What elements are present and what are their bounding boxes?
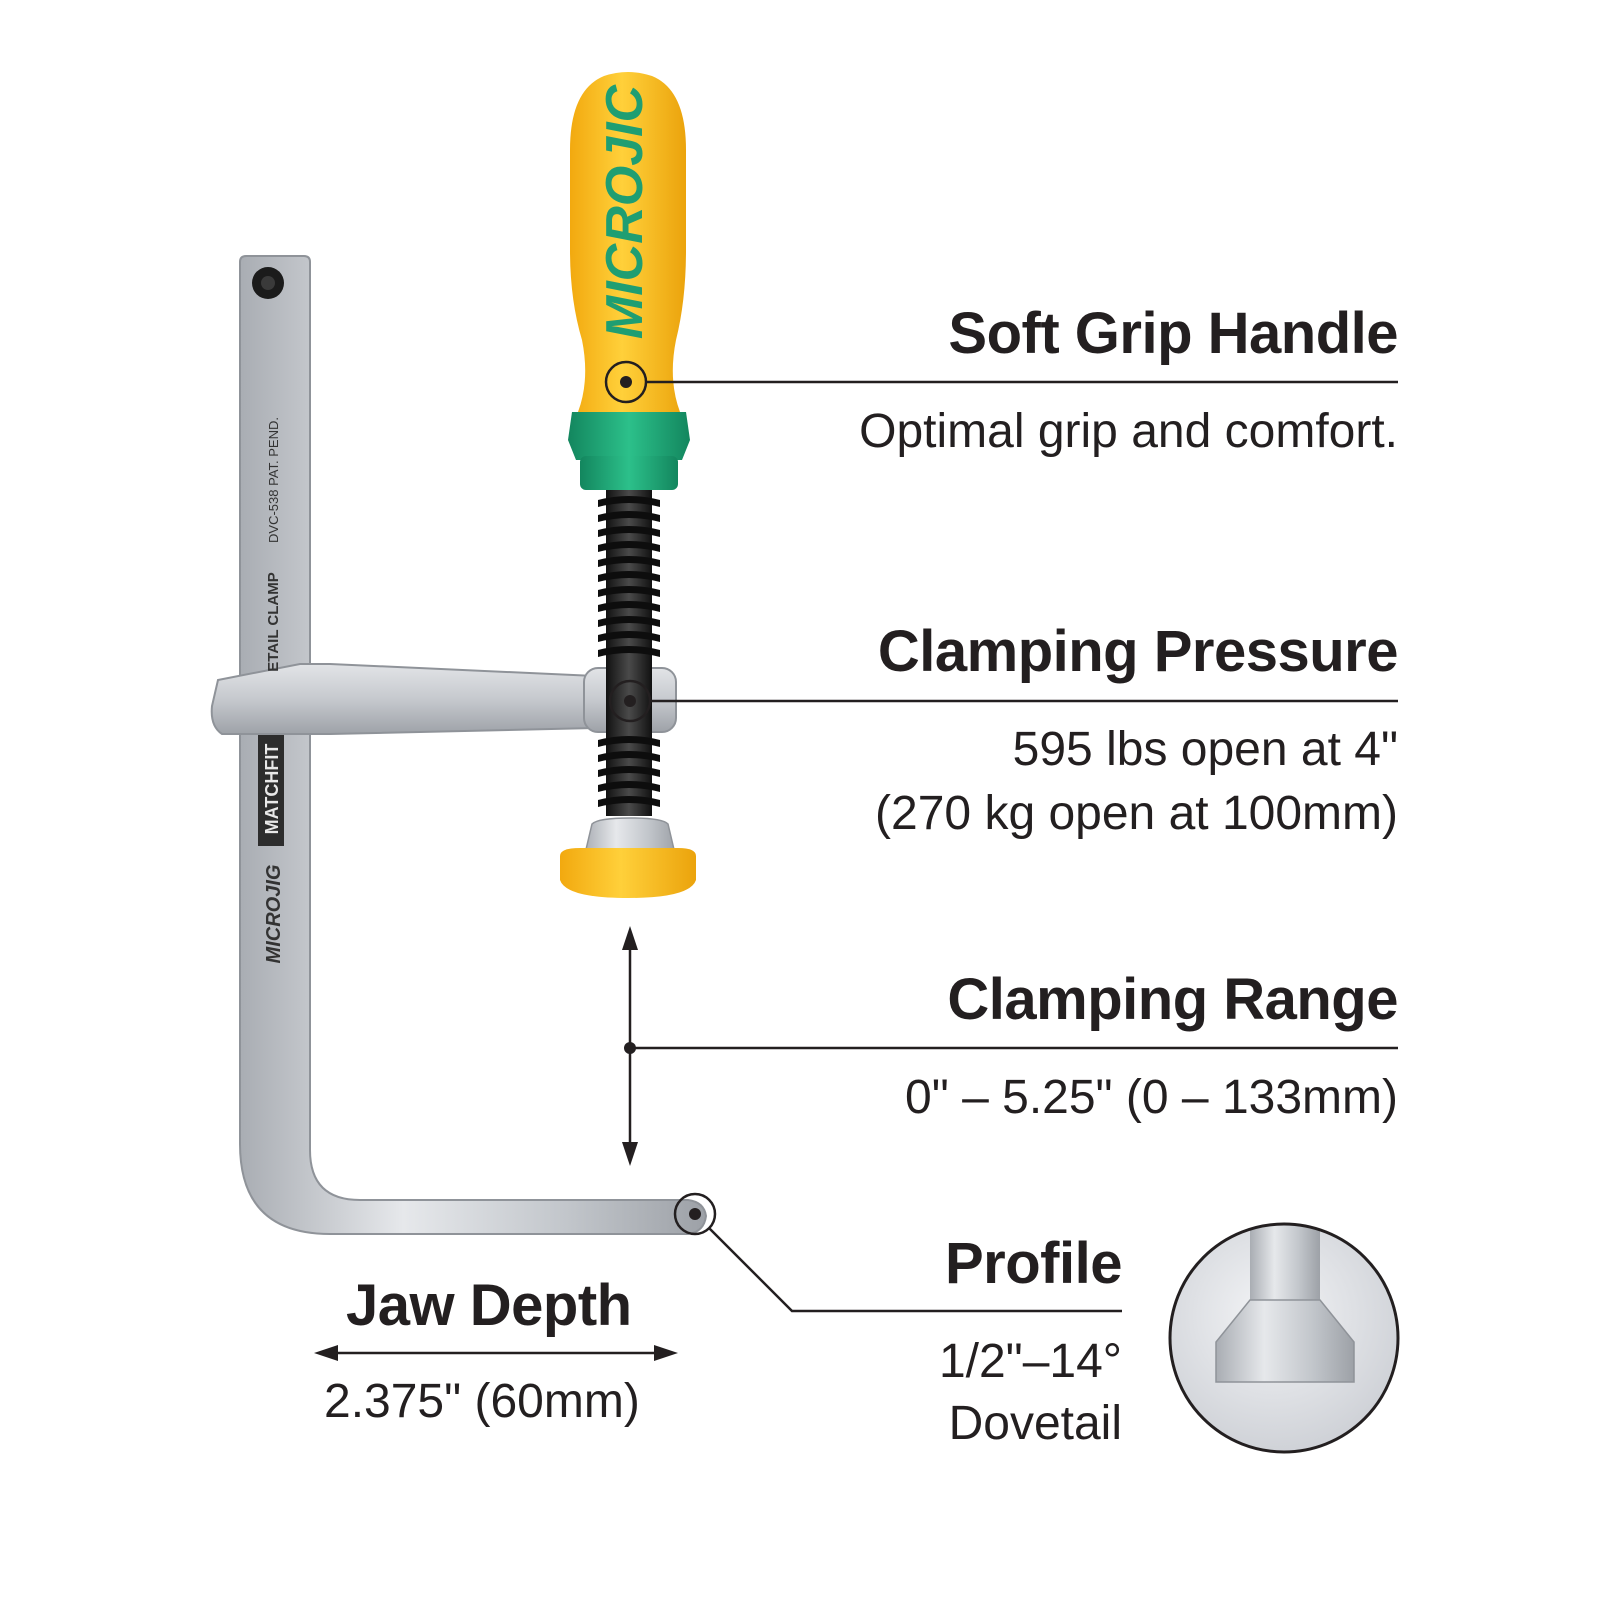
- jaw-depth-desc: 2.375" (60mm): [324, 1375, 640, 1428]
- profile-desc-line2: Dovetail: [948, 1397, 1122, 1450]
- profile-title: Profile: [945, 1231, 1123, 1296]
- range-arrow-down-icon: [622, 1142, 638, 1166]
- clamp-bar: [239, 255, 708, 1235]
- clamping-range-title: Clamping Range: [947, 967, 1398, 1032]
- profile-marker-icon: [673, 1192, 717, 1236]
- clamping-pressure-title: Clamping Pressure: [877, 619, 1399, 684]
- threaded-screw: [598, 486, 660, 816]
- bar-logo: MICROJIG: [263, 865, 285, 964]
- profile-desc-line1: 1/2"–14°: [938, 1335, 1122, 1388]
- soft-grip-handle-desc: Optimal grip and comfort.: [859, 405, 1398, 458]
- jaw-arrow-right-icon: [654, 1345, 678, 1361]
- clamping-pressure-desc-line2: (270 kg open at 100mm): [875, 787, 1398, 840]
- jaw-depth-title: Jaw Depth: [346, 1273, 632, 1338]
- callout-dots: [314, 376, 701, 1361]
- soft-grip-handle-title: Soft Grip Handle: [948, 301, 1398, 366]
- callout-lines: [330, 360, 1398, 1355]
- bar-text-patent: DVC-538 PAT. PEND.: [266, 417, 281, 543]
- jaw-arrow-left-icon: [314, 1345, 338, 1361]
- handle-logo: MICROJIC: [596, 83, 654, 339]
- clamping-range-desc: 0" – 5.25" (0 – 133mm): [905, 1071, 1398, 1124]
- bar-text-model: ETAIL CLAMP: [265, 572, 282, 671]
- soft-grip-handle: [568, 72, 690, 490]
- clamping-pressure-desc-line1: 595 lbs open at 4": [1012, 723, 1398, 776]
- bar-badge: MATCHFIT: [262, 744, 282, 835]
- range-arrow-up-icon: [622, 926, 638, 950]
- profile-inset: [1168, 1222, 1400, 1454]
- swivel-pad: [560, 817, 696, 898]
